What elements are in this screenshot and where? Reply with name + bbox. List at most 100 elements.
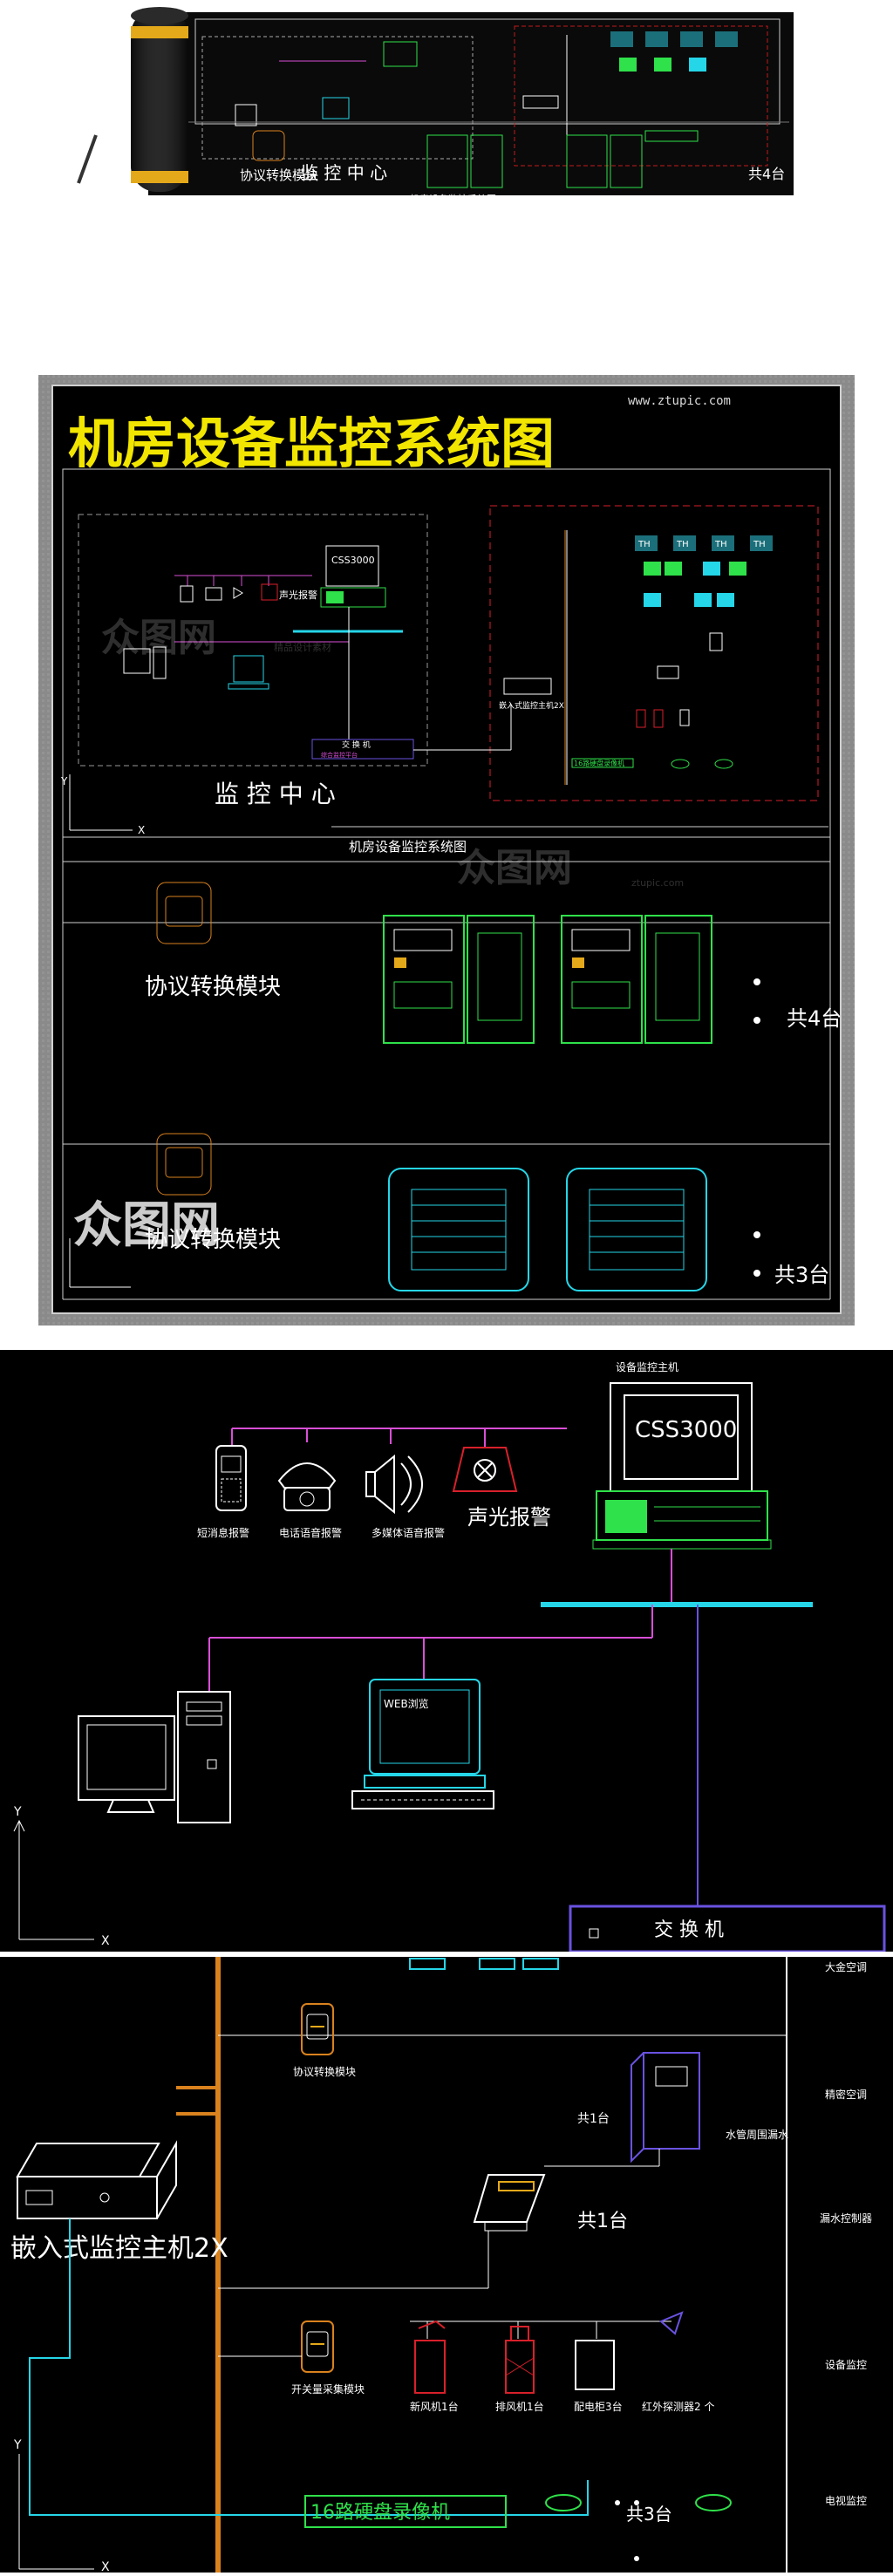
detail-1-section: 短消息报警 电话语音报警 多媒体语音报警 <box>0 1350 893 1953</box>
poster-section <box>0 375 893 1325</box>
detail-1-drawing: 短消息报警 电话语音报警 多媒体语音报警 <box>13 1361 886 1953</box>
ac-unit-1 <box>644 562 661 576</box>
switch-module-label: 开关量采集模块 <box>291 2382 365 2395</box>
speaker-device-icon <box>233 587 243 599</box>
embedded-host-icon <box>16 2140 177 2219</box>
mockup-module-text: 协议转换模块 <box>240 167 318 183</box>
watermark-logo-1: 众图网 <box>101 616 216 660</box>
phone-alarm-icon <box>277 1462 337 1511</box>
ac-unit-big-2 <box>566 1168 707 1291</box>
right-label-2: 精密空调 <box>825 2088 867 2101</box>
watermark-logo-3: 众图网 <box>73 1197 220 1254</box>
ac-unit-7 <box>717 593 734 607</box>
host-unit-panel <box>326 591 344 603</box>
protocol-module-label-2: 协议转换模块 <box>145 1227 281 1253</box>
watermark-logo-2: 众图网 <box>457 846 572 890</box>
ac-unit-2 <box>665 562 682 576</box>
switch-label: 交 换 机 <box>342 739 371 750</box>
right-label-4: 设备监控 <box>825 2359 867 2371</box>
poster-sheet <box>51 385 842 1314</box>
axis-x-label-detail-1: X <box>101 1934 110 1948</box>
count-c-label: 共3台 <box>626 2504 672 2525</box>
protocol-module-icon-2 <box>156 1133 212 1196</box>
fresh-fan-label: 新风机1台 <box>410 2400 459 2413</box>
fan-icon-2 <box>653 709 664 728</box>
center-dashed-box <box>78 514 428 767</box>
detail-2-drawing: 大金空调 精密空调 漏水控制器 设备监控 电视监控 协议转换模块 共1台 水管周… <box>10 1957 872 2574</box>
strobe-alarm-icon <box>452 1447 518 1492</box>
th-label-2: TH <box>676 540 689 549</box>
mockup-center-label: 监 控 中 心 <box>301 162 387 183</box>
mockup-embedded <box>522 95 559 109</box>
phone-alarm-label: 电话语音报警 <box>279 1526 342 1539</box>
ir-detector-icon <box>659 2311 684 2335</box>
mockup-count: 共4台 <box>748 166 785 182</box>
switch-label-detail: 交 换 机 <box>654 1919 724 1941</box>
switch-sub-label: 综合监控平台 <box>321 751 358 759</box>
mockup-cabinet-1 <box>426 134 468 188</box>
fresh-fan-icon <box>414 2320 446 2394</box>
recorder-label-detail: 16路硬盘录像机 <box>310 2502 450 2524</box>
web-pc-icon-detail <box>351 1679 494 1809</box>
recorder-label: 16路硬盘录像机 <box>574 759 624 767</box>
host-css-text: CSS3000 <box>331 555 375 566</box>
poster-frame <box>38 375 855 1325</box>
switch-module-icon <box>301 2320 334 2373</box>
dist-icon <box>679 709 690 726</box>
right-label-1: 大金空调 <box>825 1960 867 1973</box>
roll-cap-top <box>131 7 188 24</box>
camera-icon-1 <box>545 2494 582 2511</box>
axis-x-label-detail-2: X <box>101 2560 110 2573</box>
cabinet-icon <box>709 632 723 651</box>
ac-unit-6 <box>694 593 712 607</box>
mockup-pc2 <box>235 104 257 126</box>
th-box-4 <box>750 535 773 551</box>
host-monitor <box>325 545 379 587</box>
cabinet-pair-1 <box>383 915 535 1044</box>
watermark-url: www.ztupic.com <box>628 394 731 408</box>
protocol-module-detail-label: 协议转换模块 <box>293 2065 356 2078</box>
th-label-1: TH <box>637 540 651 549</box>
roll-band-top <box>131 26 188 38</box>
count-a-label: 共1台 <box>577 2112 610 2126</box>
pc-monitor-icon <box>123 648 151 674</box>
pc-left-icon <box>78 1691 231 1823</box>
recorder-box <box>571 758 634 768</box>
axis-y-label-detail-1: Y <box>13 1805 22 1819</box>
sms-alarm-label: 短消息报警 <box>197 1526 249 1539</box>
axis-y-label: Y <box>60 775 68 787</box>
watermark-side-1: 精品设计素材 <box>274 641 331 653</box>
mockup-subtitle: 机房设备监控系统图 <box>410 193 496 205</box>
camera-icon-2 <box>695 2494 732 2511</box>
mockup-cabinet-1b <box>470 134 503 188</box>
host-unit <box>320 587 386 608</box>
embedded-host-label: 嵌入式监控主机2X <box>499 700 564 711</box>
sms-alarm-icon <box>215 1445 247 1511</box>
ac-unit-big-1 <box>388 1168 529 1291</box>
css-host-unit <box>592 1490 772 1550</box>
right-box <box>514 25 768 167</box>
water-leak-label: 水管周围漏水 <box>726 2128 788 2141</box>
switch-box <box>311 739 414 760</box>
sound-alarm-label-detail: 声光报警 <box>467 1505 551 1530</box>
watermark-side-2: ztupic.com <box>631 877 684 889</box>
mockup-drawing: 监 控 中 心 机房设备监控系统图 协议转换模块 共4台 <box>77 7 794 205</box>
cabinet-pair-2 <box>561 915 712 1044</box>
recorder-box-detail <box>304 2495 507 2528</box>
pencil <box>77 134 98 184</box>
module-small <box>657 665 679 679</box>
host-label: 设备监控主机 <box>616 1361 678 1373</box>
count-label-2: 共3台 <box>774 1263 829 1287</box>
center-box <box>201 36 474 160</box>
web-label: WEB浏览 <box>384 1697 429 1710</box>
embedded-host-box <box>503 678 552 695</box>
sound-alarm-label: 声光报警 <box>279 589 317 601</box>
protocol-module-detail-icon <box>301 2003 334 2055</box>
exhaust-fan-label: 排风机1台 <box>495 2400 544 2413</box>
axis-x-label: X <box>138 824 145 836</box>
th-label-3: TH <box>714 540 727 549</box>
mockup-module <box>252 130 285 161</box>
roll-band-bottom <box>131 171 188 183</box>
sheet-border <box>194 18 781 125</box>
